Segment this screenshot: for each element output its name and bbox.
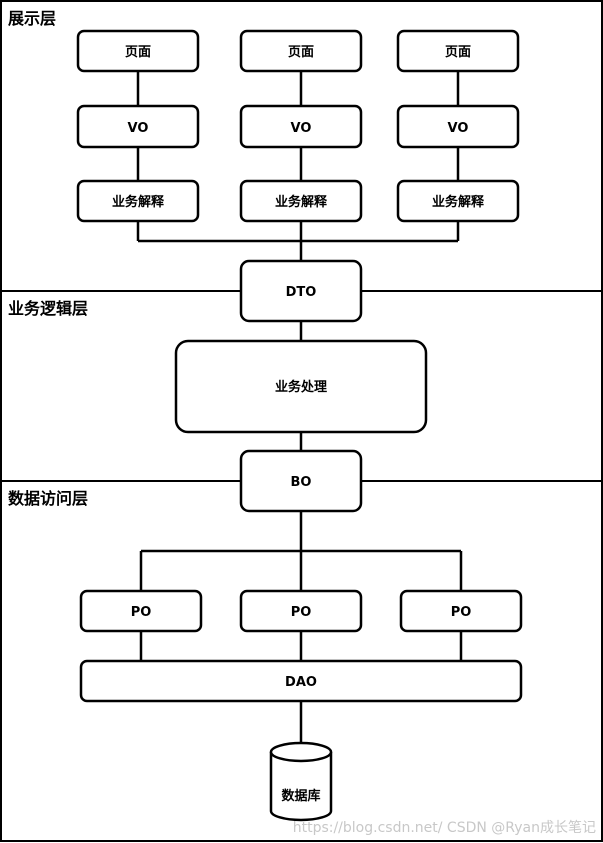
page-node-label: 页面 xyxy=(445,45,471,60)
interpret-node: 业务解释 xyxy=(396,179,520,223)
interpret-node: 业务解释 xyxy=(76,179,200,223)
layer-label-data-access: 数据访问层 xyxy=(8,489,88,508)
business-process-label: 业务处理 xyxy=(275,379,327,395)
bo-node: BO xyxy=(239,449,363,513)
vo-node: VO xyxy=(396,104,520,149)
dao-node: DAO xyxy=(79,659,523,703)
database-label: 数据库 xyxy=(281,788,320,804)
vo-node: VO xyxy=(76,104,200,149)
page-node-label: 页面 xyxy=(288,45,314,60)
bo-node-label: BO xyxy=(291,475,312,490)
dto-node-label: DTO xyxy=(286,285,317,300)
page-node-label: 页面 xyxy=(125,45,151,60)
layer-label-presentation: 展示层 xyxy=(8,9,56,28)
database-icon: 数据库 xyxy=(269,741,333,822)
dto-node: DTO xyxy=(239,259,363,323)
watermark: https://blog.csdn.net/ CSDN @Ryan成长笔记 xyxy=(293,820,596,836)
vo-node-label: VO xyxy=(291,121,312,136)
interpret-node-label: 业务解释 xyxy=(275,194,328,210)
vo-node-label: VO xyxy=(448,121,469,136)
page-node: 页面 xyxy=(76,29,200,73)
po-node-label: PO xyxy=(451,605,472,620)
po-node: PO xyxy=(399,589,523,633)
po-node: PO xyxy=(239,589,363,633)
vo-node-label: VO xyxy=(128,121,149,136)
vo-node: VO xyxy=(239,104,363,149)
business-process-node: 业务处理 xyxy=(174,339,428,434)
po-node: PO xyxy=(79,589,203,633)
po-node-label: PO xyxy=(291,605,312,620)
interpret-node-label: 业务解释 xyxy=(112,194,165,210)
page-node: 页面 xyxy=(396,29,520,73)
interpret-node-label: 业务解释 xyxy=(432,194,485,210)
po-node-label: PO xyxy=(131,605,152,620)
dao-node-label: DAO xyxy=(285,675,317,690)
interpret-node: 业务解释 xyxy=(239,179,363,223)
layer-label-business-logic: 业务逻辑层 xyxy=(8,299,88,318)
page-node: 页面 xyxy=(239,29,363,73)
